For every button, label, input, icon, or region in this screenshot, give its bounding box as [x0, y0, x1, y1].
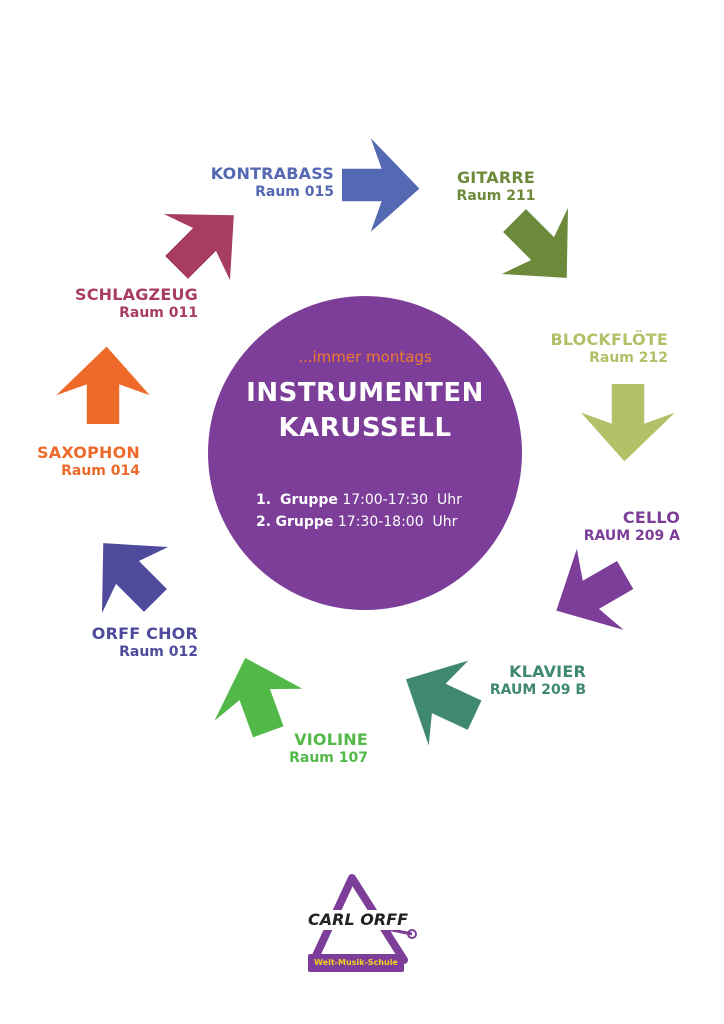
- arrow-kontrabass-icon: [342, 138, 420, 232]
- arrow-gitarre-icon: [501, 207, 569, 278]
- schedule-num: 2.: [256, 514, 272, 530]
- station-name: BLOCKFLÖTE: [550, 330, 668, 349]
- schedule-time: 17:00-17:30: [342, 492, 429, 508]
- schedule-time: 17:30-18:00: [337, 514, 424, 530]
- station-name: VIOLINE: [294, 730, 368, 749]
- station-room: Raum 014: [61, 463, 140, 479]
- station-room: Raum 107: [289, 750, 368, 766]
- station-klavier: KLAVIER RAUM 209 B: [440, 662, 586, 700]
- station-cello: CELLO RAUM 209 A: [530, 508, 680, 546]
- logo-name: CARL ORFF: [308, 910, 408, 930]
- schedule-group: Gruppe: [279, 492, 338, 508]
- station-room: RAUM 209 A: [583, 528, 680, 544]
- station-room: Raum 211: [456, 188, 536, 204]
- station-blockfloete: BLOCKFLÖTE Raum 212: [520, 330, 668, 368]
- arrow-saxophon-icon: [56, 346, 150, 425]
- station-name: KLAVIER: [509, 662, 586, 681]
- schedule-row-2: 2. Gruppe 17:30-18:00 Uhr: [256, 514, 457, 530]
- station-name: KONTRABASS: [210, 164, 334, 183]
- station-room: Raum 012: [119, 644, 198, 660]
- schedule-unit: Uhr: [432, 514, 458, 530]
- arrow-orff-chor-icon: [101, 543, 169, 614]
- arrow-schlagzeug-icon: [163, 213, 234, 281]
- schedule-unit: Uhr: [436, 492, 462, 508]
- arrow-cello-icon: [556, 548, 634, 630]
- station-name: GITARRE: [456, 168, 536, 187]
- station-name: CELLO: [622, 508, 680, 527]
- page-title: INSTRUMENTEN KARUSSELL: [208, 376, 522, 446]
- carl-orff-logo: CARL ORFF Welt-Musik-Schule: [300, 872, 424, 982]
- station-name: SCHLAGZEUG: [74, 285, 198, 304]
- arrow-violine-icon: [214, 657, 303, 738]
- center-circle: ...immer montags INSTRUMENTEN KARUSSELL …: [208, 296, 522, 610]
- station-name: SAXOPHON: [37, 443, 140, 462]
- station-name: ORFF CHOR: [91, 624, 198, 643]
- station-gitarre: GITARRE Raum 211: [436, 168, 556, 206]
- title-line-1: INSTRUMENTEN: [246, 378, 484, 408]
- station-room: Raum 212: [589, 350, 668, 366]
- tagline: ...immer montags: [298, 348, 432, 366]
- station-room: RAUM 209 B: [489, 682, 586, 698]
- arrow-blockfloete-icon: [581, 383, 675, 462]
- logo-subtitle: Welt-Musik-Schule: [314, 958, 398, 967]
- station-schlagzeug: SCHLAGZEUG Raum 011: [40, 285, 198, 323]
- station-saxophon: SAXOPHON Raum 014: [20, 443, 140, 481]
- schedule-group: Gruppe: [275, 514, 334, 530]
- station-violine: VIOLINE Raum 107: [250, 730, 368, 768]
- station-room: Raum 015: [255, 184, 334, 200]
- schedule-num: 1.: [256, 492, 272, 508]
- schedule-row-1: 1. Gruppe 17:00-17:30 Uhr: [256, 492, 462, 508]
- station-kontrabass: KONTRABASS Raum 015: [170, 164, 334, 202]
- arrow-klavier-icon: [406, 660, 482, 746]
- station-room: Raum 011: [119, 305, 198, 321]
- title-line-2: KARUSSELL: [278, 413, 452, 443]
- station-orff-chor: ORFF CHOR Raum 012: [60, 624, 198, 662]
